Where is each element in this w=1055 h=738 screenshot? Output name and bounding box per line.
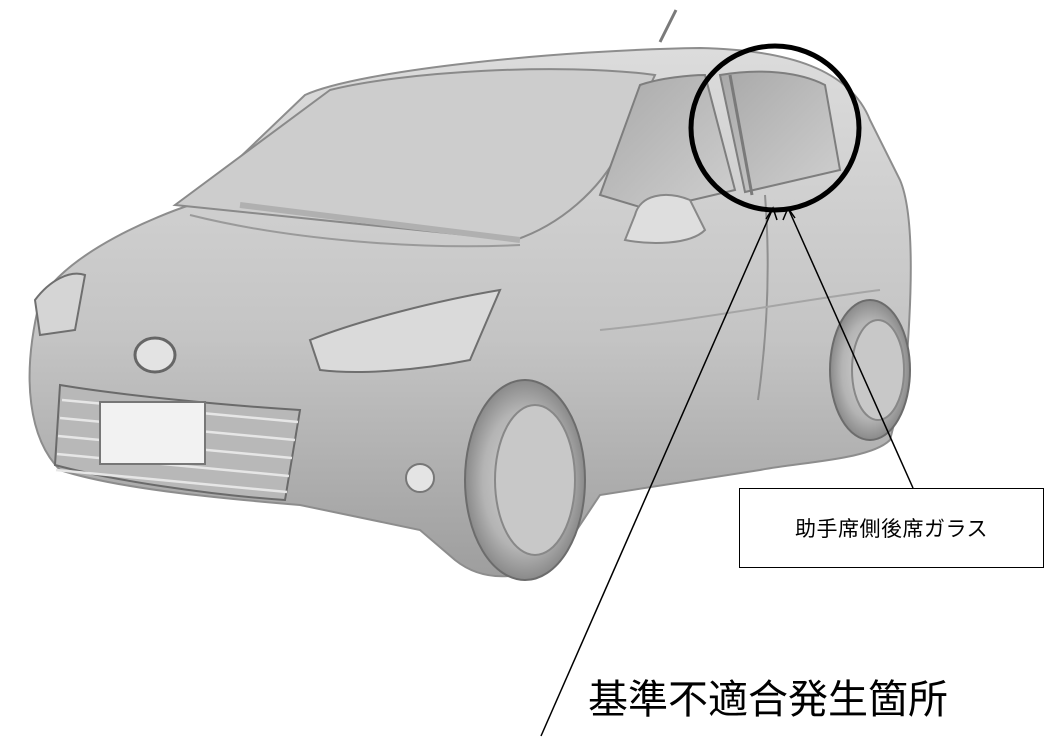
hood-crease [189, 214, 521, 248]
windshield [172, 68, 657, 242]
headlight-right [308, 288, 502, 373]
arrow-head-callout [782, 206, 796, 221]
license-plate [99, 401, 206, 465]
b-pillar [728, 74, 754, 196]
side-mirror [623, 194, 707, 244]
front-wheel-hub [494, 404, 576, 556]
highlight-circle [688, 43, 862, 213]
leader-line-callout [787, 207, 914, 489]
leader-line-location [540, 207, 774, 737]
front-side-window [598, 73, 737, 212]
wiper [239, 202, 521, 243]
emblem [133, 336, 177, 374]
fog-lamp [405, 463, 435, 493]
headlight-left [33, 272, 87, 337]
rear-wheel-hub [851, 319, 905, 421]
location-label: 基準不適合発生箇所 [588, 677, 948, 723]
side-crease [599, 289, 881, 331]
callout-label: 助手席側後席ガラス [794, 517, 989, 541]
rear-side-window [718, 70, 842, 194]
antenna [658, 9, 678, 43]
arrow-head-location [765, 206, 778, 221]
callout-box: 助手席側後席ガラス [739, 488, 1044, 568]
